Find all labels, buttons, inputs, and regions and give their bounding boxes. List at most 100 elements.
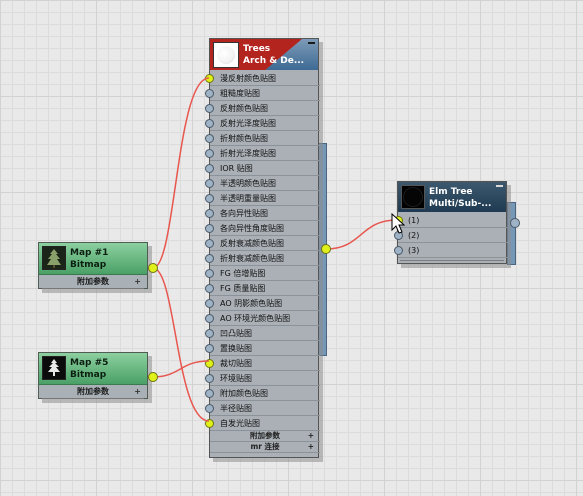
elm-header[interactable]: Elm Tree Multi/Sub-... [398,182,506,212]
slot-label: 半透明重量贴图 [220,194,276,203]
input-socket-icon[interactable] [205,344,214,353]
slot-label: 反射颜色贴图 [220,104,268,113]
slot-label: 反射光泽度贴图 [220,119,276,128]
map1-name: Map #1 [70,248,109,258]
divider [42,288,144,289]
extra-params-rollout[interactable]: 附加参数+ [210,431,320,442]
map5-output-socket[interactable] [148,372,158,382]
mr-connection-rollout[interactable]: mr 连接+ [210,442,320,453]
expand-plus-icon[interactable]: + [307,431,314,440]
input-socket-icon[interactable] [205,239,214,248]
arch-slot-row-9[interactable]: 半透明重量贴图 [205,191,320,206]
elm-body: Elm Tree Multi/Sub-... (1) (2) (3) [394,181,508,264]
expand-plus-icon[interactable]: + [307,442,314,451]
wire-map1-to-diffuse[interactable] [152,77,210,269]
map5-node[interactable]: Map #5 Bitmap 附加参数 + [38,352,152,403]
arch-slot-row-3[interactable]: 反射颜色贴图 [205,101,320,116]
expand-plus-icon[interactable]: + [134,387,141,396]
slot-label: (3) [408,246,420,255]
input-socket-icon[interactable] [205,194,214,203]
arch-slot-row-5[interactable]: 折射颜色贴图 [205,131,320,146]
slot-label: (2) [408,231,420,240]
elm-slot-row-3[interactable]: (3) [394,243,508,258]
slot-label: AO 阴影颜色贴图 [220,299,283,308]
map5-header[interactable]: Map #5 Bitmap [39,353,147,385]
map1-extra-params[interactable]: 附加参数 + [39,275,147,289]
slot-label: 折射光泽度贴图 [220,149,276,158]
map1-node[interactable]: Map #1 Bitmap 附加参数 + [38,242,152,293]
wire-arch-to-elm-slot1[interactable] [325,219,398,250]
wire-map1-to-selfillum[interactable] [152,267,210,422]
arch-slot-row-17[interactable]: AO 环境光颜色贴图 [205,311,320,326]
input-socket-icon[interactable] [205,119,214,128]
arch-output-socket[interactable] [321,244,331,254]
input-socket-icon[interactable] [205,179,214,188]
arch-type: Arch & De... [243,56,305,66]
arch-slot-row-18[interactable]: 凹凸贴图 [205,326,320,341]
map5-extra-params[interactable]: 附加参数 + [39,385,147,399]
input-socket-icon[interactable] [205,149,214,158]
input-socket-icon[interactable] [205,359,214,368]
arch-slot-row-14[interactable]: FG 倍增贴图 [205,266,320,281]
arch-slot-row-8[interactable]: 半透明颜色贴图 [205,176,320,191]
wire-map5-to-cutout[interactable] [152,360,210,378]
arch-slot-row-23[interactable]: 半径贴图 [205,401,320,416]
collapse-icon[interactable] [496,185,503,187]
slot-label: FG 质量贴图 [220,284,266,293]
map1-type: Bitmap [70,260,107,270]
divider [400,260,504,261]
input-socket-icon[interactable] [205,209,214,218]
arch-design-node[interactable]: Trees Arch & De... 漫反射颜色贴图粗糙度贴图反射颜色贴图反射光… [205,38,323,462]
arch-slot-row-10[interactable]: 各向异性贴图 [205,206,320,221]
bitmap-thumbnail-icon [42,246,66,270]
input-socket-icon[interactable] [205,89,214,98]
input-socket-icon[interactable] [205,74,214,83]
input-socket-icon[interactable] [205,299,214,308]
elm-slot-row-1[interactable]: (1) [394,213,508,228]
arch-slot-row-1[interactable]: 漫反射颜色贴图 [205,71,320,86]
arch-slot-row-15[interactable]: FG 质量贴图 [205,281,320,296]
input-socket-icon[interactable] [205,164,214,173]
slot-label: 折射衰减颜色贴图 [220,254,284,263]
input-socket-icon[interactable] [205,104,214,113]
slot-label: 半径贴图 [220,404,252,413]
collapse-icon[interactable] [308,42,315,44]
input-socket-icon[interactable] [205,389,214,398]
arch-slot-row-19[interactable]: 置换贴图 [205,341,320,356]
input-socket-icon[interactable] [205,224,214,233]
input-socket-icon[interactable] [205,254,214,263]
input-socket-icon[interactable] [205,284,214,293]
arch-slot-row-16[interactable]: AO 阴影颜色贴图 [205,296,320,311]
arch-slot-row-12[interactable]: 反射衰减颜色贴图 [205,236,320,251]
input-socket-icon[interactable] [205,404,214,413]
elm-tree-node[interactable]: Elm Tree Multi/Sub-... (1) (2) (3) [394,181,511,268]
map1-header[interactable]: Map #1 Bitmap [39,243,147,275]
elm-output-socket[interactable] [510,218,520,228]
arch-body: Trees Arch & De... 漫反射颜色贴图粗糙度贴图反射颜色贴图反射光… [205,38,320,458]
arch-slot-row-4[interactable]: 反射光泽度贴图 [205,116,320,131]
arch-slot-row-2[interactable]: 粗糙度贴图 [205,86,320,101]
slot-label: 环境贴图 [220,374,252,383]
arch-slot-row-6[interactable]: 折射光泽度贴图 [205,146,320,161]
arch-slot-row-20[interactable]: 裁切贴图 [205,356,320,371]
arch-header[interactable]: Trees Arch & De... [210,39,318,70]
input-socket-icon[interactable] [205,269,214,278]
slot-label: 置换贴图 [220,344,252,353]
arch-slot-row-24[interactable]: 自发光贴图 [205,416,320,431]
elm-slot-row-2[interactable]: (2) [394,228,508,243]
arch-slot-row-13[interactable]: 折射衰减颜色贴图 [205,251,320,266]
input-socket-icon[interactable] [205,134,214,143]
slot-label: 裁切贴图 [220,359,252,368]
input-socket-icon[interactable] [205,314,214,323]
map1-output-socket[interactable] [148,263,158,273]
arch-slot-row-22[interactable]: 附加颜色贴图 [205,386,320,401]
arch-slot-row-7[interactable]: IOR 贴图 [205,161,320,176]
input-socket-icon[interactable] [205,329,214,338]
input-socket-icon[interactable] [205,419,214,428]
input-socket-icon[interactable] [394,246,403,255]
slot-label: AO 环境光颜色贴图 [220,314,291,323]
input-socket-icon[interactable] [205,374,214,383]
arch-slot-row-21[interactable]: 环境贴图 [205,371,320,386]
arch-slot-row-11[interactable]: 各向异性角度贴图 [205,221,320,236]
expand-plus-icon[interactable]: + [134,277,141,286]
